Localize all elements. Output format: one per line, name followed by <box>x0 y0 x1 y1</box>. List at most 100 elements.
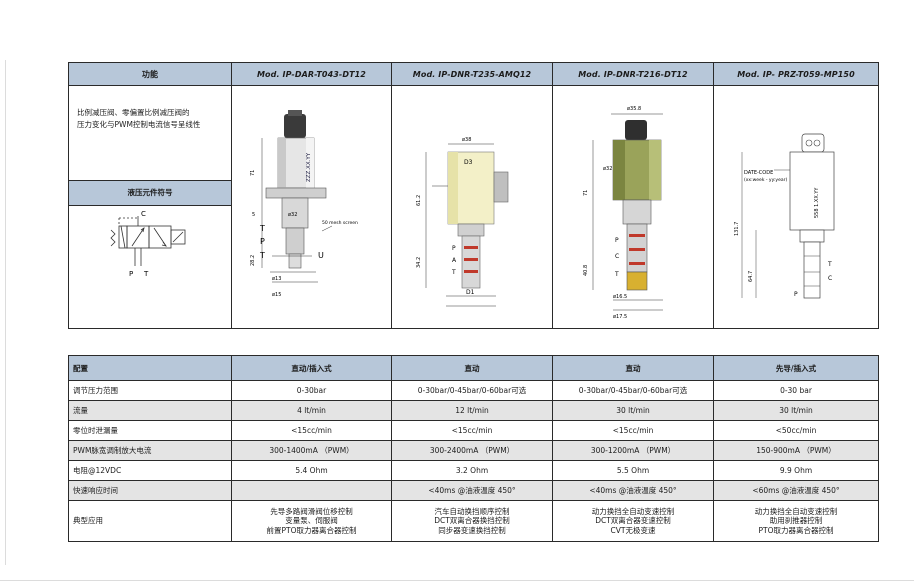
app-cell-1: 先导多路阀滑阀位移控制 变量泵、伺服阀 前置PTO取力器离合器控制 <box>231 500 392 542</box>
symbol-port-p: P <box>129 270 133 278</box>
function-cell: 比例减压阀、零偏置比例减压阀的 压力变化与PWM控制电流信号呈线性 液压元件符号 <box>68 85 232 329</box>
function-description: 比例减压阀、零偏置比例减压阀的 压力变化与PWM控制电流信号呈线性 <box>69 86 231 180</box>
symbol-port-t: T <box>143 270 149 278</box>
valve-drawing-1: ZZZ.XX.YY 71 5 ø32 28.2 T P T 50 mesh sc… <box>250 110 358 298</box>
drawing3-top: ø35.8 <box>627 106 641 112</box>
spec-header-col-2: 直动 <box>391 355 553 381</box>
spec-value <box>231 480 392 501</box>
spec-value: <15cc/min <box>552 420 714 441</box>
spec-value: 300-1200mA （PWM） <box>552 440 714 461</box>
drawing1-port-p: P <box>260 237 265 246</box>
drawing1-height: 71 <box>250 170 256 176</box>
drawing1-d1: ø32 <box>288 212 297 218</box>
drawing-cell-4: DATE-CODE (xx:week - yy:year) 558 1.XX.Y… <box>713 85 879 329</box>
spec-value: 30 lt/min <box>552 400 714 421</box>
page-bottom-rule <box>0 580 914 581</box>
model-header-2: Mod. IP-DNR-T235-AMQ12 <box>391 62 553 86</box>
spec-header-col-3: 直动 <box>552 355 714 381</box>
drawing4-port-t: T <box>827 261 832 268</box>
spec-value: 0-30 bar <box>713 380 879 401</box>
spec-header-row: 配置 直动/插入式 直动 直动 先导/插入式 <box>68 355 879 381</box>
spec-value: 5.5 Ohm <box>552 460 714 481</box>
drawing1-u: U <box>318 251 324 260</box>
app-line: 变量泵、伺服阀 <box>285 516 338 526</box>
app-cell-2: 汽车自动换挡顺序控制 DCT双离合器换挡控制 同步器变速换挡控制 <box>391 500 553 542</box>
function-header: 功能 <box>68 62 232 86</box>
spec-label: 调节压力范围 <box>68 380 232 401</box>
spec-row-pressure: 调节压力范围 0-30bar 0-30bar/0-45bar/0-60bar可选… <box>68 380 879 401</box>
drawing1-side: 5 <box>252 212 255 218</box>
symbol-header: 液压元件符号 <box>69 180 231 206</box>
drawing3-port-t: T <box>614 271 619 278</box>
hydraulic-symbol-area: C P T <box>69 206 231 304</box>
drawing1-port-t1: T <box>259 224 265 233</box>
app-line: PTO取力器离合器控制 <box>758 525 834 535</box>
drawing2-port-t: T <box>451 269 456 276</box>
drawing3-d1: ø32 <box>603 166 612 172</box>
spec-label: PWM脉宽调制放大电流 <box>68 440 232 461</box>
drawing1-mesh: 50 mesh screen <box>322 220 358 226</box>
spec-header-config: 配置 <box>68 355 232 381</box>
spec-value: 30 lt/min <box>713 400 879 421</box>
drawing-cell-3: ø35.8 71 40.8 ø32 P C T ø16.5 ø17.5 <box>552 85 714 329</box>
drawing2-port-a: A <box>452 257 457 264</box>
app-line: 汽车自动换挡顺序控制 <box>434 506 510 516</box>
function-line-2: 压力变化与PWM控制电流信号呈线性 <box>77 120 201 129</box>
drawing-cell-1: ZZZ.XX.YY 71 5 ø32 28.2 T P T 50 mesh sc… <box>231 85 392 329</box>
spec-row-applications: 典型应用 先导多路阀滑阀位移控制 变量泵、伺服阀 前置PTO取力器离合器控制 汽… <box>68 500 879 542</box>
spec-value: 150-900mA （PWM） <box>713 440 879 461</box>
drawing3-h2: 40.8 <box>583 265 589 276</box>
spec-value: <15cc/min <box>231 420 392 441</box>
drawing4-port-p: P <box>794 291 798 298</box>
drawing4-h2: 64.7 <box>748 271 754 282</box>
drawing2-port-p: P <box>452 245 456 252</box>
drawing2-d1: D1 <box>466 289 475 296</box>
spec-row-resistance: 电阻@12VDC 5.4 Ohm 3.2 Ohm 5.5 Ohm 9.9 Ohm <box>68 460 879 481</box>
drawing3-port-p: P <box>615 237 619 244</box>
spec-value: 3.2 Ohm <box>391 460 553 481</box>
app-line: CVT无极变速 <box>610 525 656 535</box>
symbol-port-c: C <box>141 210 146 218</box>
model-header-4: Mod. IP- PRZ-T059-MP150 <box>713 62 879 86</box>
spec-value: 5.4 Ohm <box>231 460 392 481</box>
spec-value: <15cc/min <box>391 420 553 441</box>
spec-label: 快速响应时间 <box>68 480 232 501</box>
app-line: DCT双离合器变速控制 <box>595 516 671 526</box>
spec-value: 4 lt/min <box>231 400 392 421</box>
spec-value: 9.9 Ohm <box>713 460 879 481</box>
app-line: 先导多路阀滑阀位移控制 <box>270 506 353 516</box>
app-line: 前置PTO取力器离合器控制 <box>266 525 357 535</box>
spec-value: 0-30bar/0-45bar/0-60bar可选 <box>552 380 714 401</box>
valve-drawing-2: ø38 D3 61.2 34.2 P A T D1 <box>416 137 509 307</box>
spec-value: <50cc/min <box>713 420 879 441</box>
spec-value: <40ms @油液温度 450° <box>552 480 714 501</box>
spec-label: 流量 <box>68 400 232 421</box>
hydraulic-symbol-diagram: C P T <box>110 210 186 278</box>
drawing3-port-c: C <box>615 253 619 260</box>
spec-table: 配置 直动/插入式 直动 直动 先导/插入式 调节压力范围 0-30bar 0-… <box>68 355 879 542</box>
spec-header-col-4: 先导/插入式 <box>713 355 879 381</box>
spec-value: 300-2400mA （PWM） <box>391 440 553 461</box>
drawing2-top: ø38 <box>462 137 471 143</box>
function-line-1: 比例减压阀、零偏置比例减压阀的 <box>77 108 190 117</box>
spec-row-flow: 流量 4 lt/min 12 lt/min 30 lt/min 30 lt/mi… <box>68 400 879 421</box>
app-line: 动力换挡全自动变速控制 <box>591 506 675 516</box>
app-line: DCT双离合器换挡控制 <box>434 516 510 526</box>
drawing3-h: 71 <box>583 190 589 196</box>
model-header-1: Mod. IP-DAR-T043-DT12 <box>231 62 392 86</box>
model-header-3: Mod. IP-DNR-T216-DT12 <box>552 62 714 86</box>
spec-row-leakage: 零位时泄漏量 <15cc/min <15cc/min <15cc/min <50… <box>68 420 879 441</box>
product-drawing-table: 功能 Mod. IP-DAR-T043-DT12 Mod. IP-DNR-T23… <box>68 62 879 329</box>
drawing1-d3: ø15 <box>272 292 281 298</box>
drawing4-h: 131.7 <box>734 222 740 236</box>
spec-value: 0-30bar <box>231 380 392 401</box>
spec-header-col-1: 直动/插入式 <box>231 355 392 381</box>
valve-drawing-4: DATE-CODE (xx:week - yy:year) 558 1.XX.Y… <box>734 133 835 299</box>
drawing2-d3: D3 <box>464 159 473 166</box>
drawing4-port-c: C <box>828 275 832 282</box>
spec-row-response: 快速响应时间 <40ms @油液温度 450° <40ms @油液温度 450°… <box>68 480 879 501</box>
drawing2-h: 61.2 <box>416 195 422 206</box>
spec-label: 零位时泄漏量 <box>68 420 232 441</box>
app-cell-3: 动力换挡全自动变速控制 DCT双离合器变速控制 CVT无极变速 <box>552 500 714 542</box>
spec-value: 0-30bar/0-45bar/0-60bar可选 <box>391 380 553 401</box>
